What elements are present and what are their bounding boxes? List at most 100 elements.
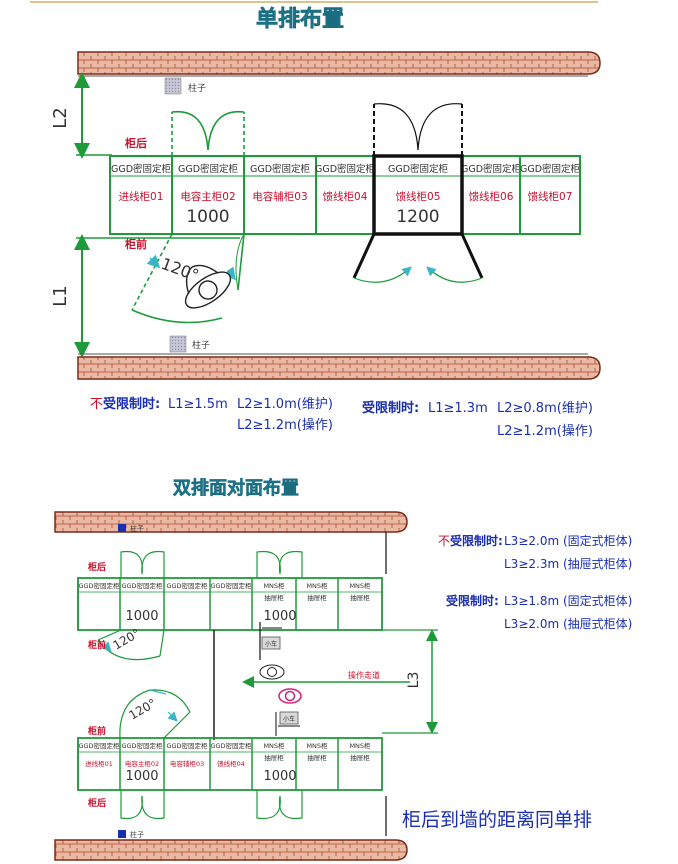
cabinet-head-2: GGD密固定柜	[178, 163, 239, 175]
cabinet-head-5: GGD密固定柜	[388, 163, 449, 175]
pillar-label-top-double: 柱子	[130, 524, 144, 533]
svg-text:操作走道: 操作走道	[348, 670, 380, 680]
width-1000-bottom-right: 1000	[263, 769, 296, 784]
svg-text:小车: 小车	[283, 715, 295, 723]
svg-text:L2≥1.2m(操作): L2≥1.2m(操作)	[497, 423, 593, 439]
bottom-cab-sub-6: 抽屉柜	[307, 753, 327, 762]
top-cab-head-1: GGD密固定柜	[78, 581, 120, 590]
bottom-cab-name-4: 馈线柜04	[217, 759, 245, 768]
bottom-wall-double	[54, 796, 408, 861]
bottom-cab-sub-5: 抽屉柜	[264, 753, 284, 762]
cabinet-name-1: 进线柜01	[119, 190, 164, 203]
back-label-bottom-double: 柜后	[87, 797, 106, 809]
width-1000-top-left: 1000	[125, 609, 158, 624]
pillar-label-top-single: 柱子	[188, 82, 206, 94]
svg-text:L3≥2.3m (抽屉式柜体): L3≥2.3m (抽屉式柜体)	[504, 557, 632, 571]
walkway-arrow: 操作走道	[242, 670, 410, 688]
cabinet-name-4: 馈线柜04	[323, 190, 368, 203]
bottom-wall-single	[77, 353, 601, 380]
bottom-cab-name-2: 电容主柜02	[125, 759, 159, 768]
bottom-cab-head-3: GGD密固定柜	[166, 741, 208, 750]
svg-text:不受限制时:: 不受限制时:	[90, 396, 160, 412]
operator-icon	[184, 264, 232, 309]
back-door-05	[373, 103, 463, 156]
svg-text:小车: 小车	[265, 640, 277, 648]
bottom-cab-head-7: MNS柜	[349, 741, 371, 750]
svg-text:L2≥0.8m(维护): L2≥0.8m(维护)	[497, 401, 593, 416]
svg-text:L1≥1.5m: L1≥1.5m	[168, 397, 228, 412]
pillar-bottom-double	[118, 830, 126, 838]
l2-dimension: L2	[50, 72, 112, 159]
bottom-cab-name-1: 进线柜01	[85, 759, 113, 768]
cabinet-name-6: 馈线柜06	[469, 190, 514, 203]
l1-dimension: L1	[50, 234, 240, 358]
front-label-bottom-double: 柜前	[87, 725, 106, 737]
top-cab-head-6: MNS柜	[306, 581, 328, 590]
back-label-single: 柜后	[124, 136, 147, 150]
top-cab-head-2: GGD密固定柜	[121, 581, 163, 590]
bottom-cab-sub-7: 抽屉柜	[350, 753, 370, 762]
svg-text:L1≥1.3m: L1≥1.3m	[428, 401, 488, 416]
svg-text:受限制时:: 受限制时:	[446, 593, 499, 608]
pillar-top-single	[164, 77, 182, 95]
cabinet-name-3: 电容辅柜03	[252, 190, 307, 203]
pillar-label-bottom-double: 柱子	[130, 830, 144, 839]
bottom-cab-head-6: MNS柜	[306, 741, 328, 750]
width-1200-single: 1200	[396, 207, 439, 227]
top-cab-head-5: MNS柜	[263, 581, 285, 590]
cabinet-head-3: GGD密固定柜	[250, 163, 311, 175]
pillar-label-bottom-single: 柱子	[192, 339, 210, 351]
top-wall-single	[77, 51, 601, 77]
width-1000-bottom-left: 1000	[125, 769, 158, 784]
bottom-cab-head-1: GGD密固定柜	[78, 741, 120, 750]
top-cab-sub-6: 抽屉柜	[307, 593, 327, 602]
top-cab-head-4: GGD密固定柜	[210, 581, 252, 590]
double-title: 双排面对面布置	[173, 477, 299, 499]
handcart-top: 小车	[259, 622, 282, 660]
l3-label: L3	[406, 672, 422, 689]
top-cab-head-7: MNS柜	[349, 581, 371, 590]
cabinet-head-7: GGD密固定柜	[520, 163, 581, 175]
operator-top-double	[259, 664, 285, 680]
back-door-02	[171, 110, 245, 156]
width-1000-single: 1000	[186, 207, 229, 227]
pillar-bottom-single	[169, 335, 187, 353]
cabinet-name-2: 电容主柜02	[180, 190, 235, 203]
front-door-02	[131, 233, 245, 324]
l3-dimension: L3	[382, 629, 438, 734]
bottom-cab-head-2: GGD密固定柜	[121, 741, 163, 750]
front-label-top-double: 柜前	[87, 639, 106, 651]
bottom-cab-head-4: GGD密固定柜	[210, 741, 252, 750]
pillar-top-double	[118, 524, 126, 532]
double-rules: 不受限制时: L3≥2.0m (固定式柜体) L3≥2.3m (抽屉式柜体) 受…	[438, 533, 632, 631]
single-cabinet-row: GGD密固定柜进线柜01GGD密固定柜电容主柜02GGD密固定柜电容辅柜03GG…	[109, 155, 581, 235]
l1-label: L1	[50, 285, 71, 306]
cabinet-05-highlight	[372, 154, 464, 236]
double-top-doors	[97, 550, 303, 661]
top-cab-head-3: GGD密固定柜	[166, 581, 208, 590]
single-title: 单排布置	[256, 6, 344, 32]
angle-double-bottom: 120°	[127, 696, 159, 723]
l2-label: L2	[50, 107, 71, 128]
svg-text:L3≥2.0m (抽屉式柜体): L3≥2.0m (抽屉式柜体)	[504, 617, 632, 631]
cabinet-name-5: 馈线柜05	[396, 190, 441, 203]
cabinet-name-7: 馈线柜07	[528, 190, 573, 203]
front-label-single: 柜前	[124, 237, 147, 251]
front-door-05	[352, 233, 484, 283]
cabinet-head-6: GGD密固定柜	[461, 163, 522, 175]
bottom-cab-name-3: 电容辅柜03	[170, 759, 204, 768]
top-cab-sub-5: 抽屉柜	[264, 593, 284, 602]
cabinet-head-4: GGD密固定柜	[315, 163, 376, 175]
svg-text:L3≥1.8m (固定式柜体): L3≥1.8m (固定式柜体)	[504, 593, 632, 608]
operator-bottom-double	[278, 688, 302, 704]
top-wall-double	[54, 511, 408, 574]
top-cab-sub-7: 抽屉柜	[350, 593, 370, 602]
svg-text:受限制时:: 受限制时:	[362, 400, 419, 416]
back-label-top-double: 柜后	[87, 561, 106, 573]
bottom-cab-head-5: MNS柜	[263, 741, 285, 750]
svg-text:L2≥1.0m(维护): L2≥1.0m(维护)	[237, 397, 333, 412]
svg-text:L2≥1.2m(操作): L2≥1.2m(操作)	[237, 417, 333, 433]
double-note: 柜后到墙的距离同单排	[402, 809, 592, 831]
